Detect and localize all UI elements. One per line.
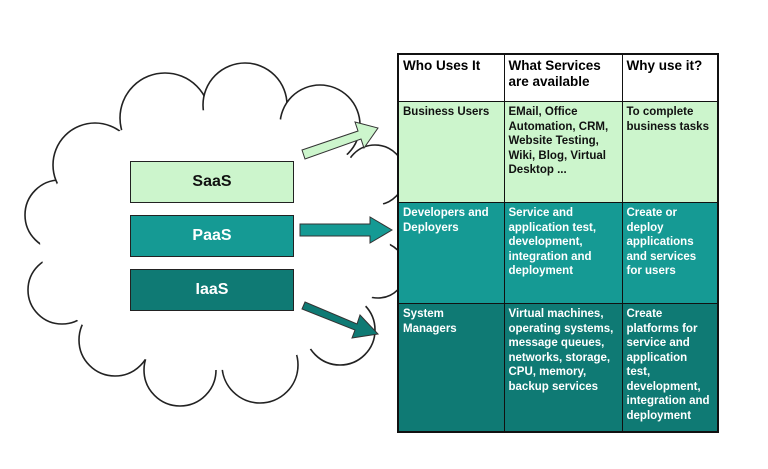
cell-why-saas: To complete business tasks	[621, 101, 719, 203]
iaas-arrow	[301, 301, 380, 339]
saas-arrow	[301, 121, 379, 160]
cell-who-iaas: System Managers	[397, 303, 505, 433]
table-header-row: Who Uses It What Services are available …	[397, 53, 719, 102]
service-comparison-table: Who Uses It What Services are available …	[397, 53, 719, 433]
cell-why-iaas: Create platforms for service and applica…	[621, 303, 719, 433]
saas-layer-box: SaaS	[130, 161, 294, 203]
header-who-uses-it: Who Uses It	[397, 53, 505, 102]
iaas-layer-box: IaaS	[130, 269, 294, 311]
cell-what-iaas: Virtual machines, operating systems, mes…	[503, 303, 623, 433]
paas-arrow	[299, 216, 393, 244]
cell-who-paas: Developers and Deployers	[397, 202, 505, 304]
table-row-paas: Developers and Deployers Service and app…	[397, 202, 719, 304]
cell-what-saas: EMail, Office Automation, CRM, Website T…	[503, 101, 623, 203]
paas-layer-box: PaaS	[130, 215, 294, 257]
cell-why-paas: Create or deploy applications and servic…	[621, 202, 719, 304]
table-row-iaas: System Managers Virtual machines, operat…	[397, 303, 719, 433]
cell-what-paas: Service and application test, developmen…	[503, 202, 623, 304]
cell-who-saas: Business Users	[397, 101, 505, 203]
header-why-use-it: Why use it?	[621, 53, 719, 102]
table-row-saas: Business Users EMail, Office Automation,…	[397, 101, 719, 203]
header-what-services: What Services are available	[503, 53, 623, 102]
